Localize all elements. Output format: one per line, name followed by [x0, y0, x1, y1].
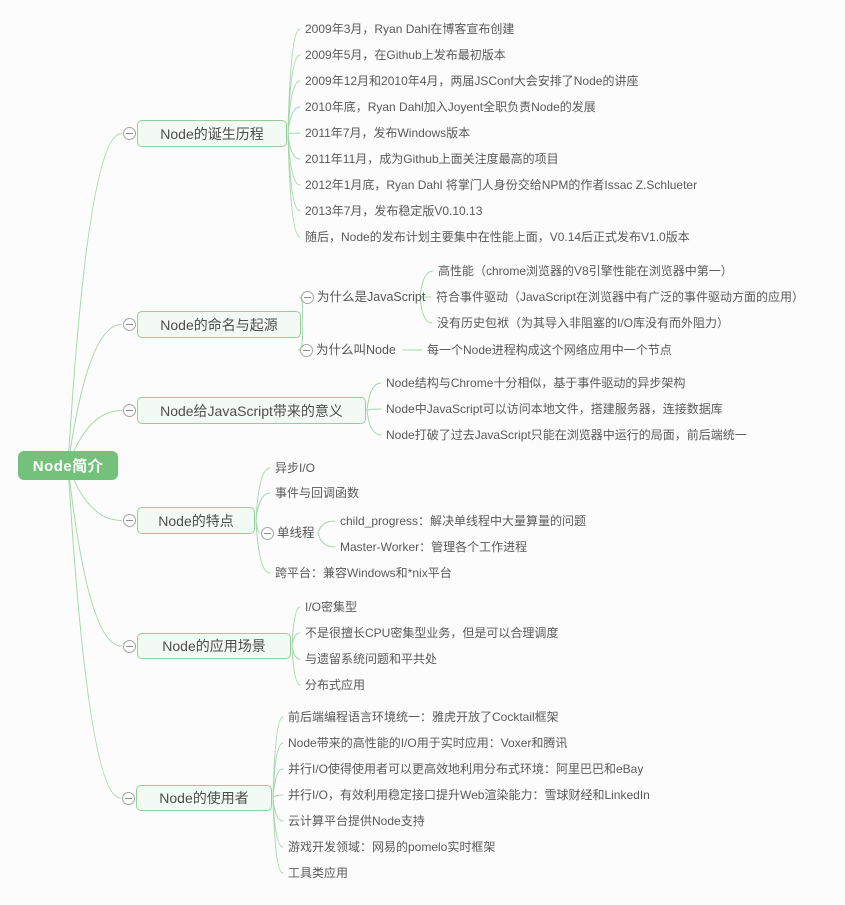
leaf-topic[interactable]: Node带来的高性能的I/O用于实时应用：Voxer和腾讯 [288, 736, 568, 750]
branch-topic[interactable]: Node的诞生历程 [137, 120, 287, 147]
leaf-topic[interactable]: 2013年7月，发布稳定版V0.10.13 [305, 204, 483, 218]
leaf-topic[interactable]: 2009年12月和2010年4月，两届JSConf大会安排了Node的讲座 [305, 74, 639, 88]
leaf-topic[interactable]: 高性能（chrome浏览器的V8引擎性能在浏览器中第一） [438, 264, 733, 278]
leaf-topic[interactable]: 2009年3月，Ryan Dahl在博客宣布创建 [305, 22, 515, 36]
branch-topic[interactable]: Node的使用者 [136, 785, 272, 811]
leaf-topic[interactable]: 随后，Node的发布计划主要集中在性能上面，V0.14后正式发布V1.0版本 [305, 230, 690, 244]
leaf-topic[interactable]: 工具类应用 [288, 866, 349, 880]
leaf-topic[interactable]: 2012年1月底，Ryan Dahl 将掌门人身份交给NPM的作者Issac Z… [305, 178, 698, 192]
collapse-toggle[interactable] [121, 791, 135, 805]
leaf-topic[interactable]: I/O密集型 [305, 600, 358, 614]
branch-topic[interactable]: Node的特点 [137, 507, 255, 534]
leaf-topic[interactable]: 前后端编程语言环境统一：雅虎开放了Cocktail框架 [288, 710, 559, 724]
collapse-toggle[interactable] [299, 343, 313, 357]
leaf-topic[interactable]: 分布式应用 [305, 678, 366, 692]
leaf-topic[interactable]: 2009年5月，在Github上发布最初版本 [305, 48, 506, 62]
collapse-toggle[interactable] [122, 404, 136, 417]
subtopic[interactable]: 单线程 [277, 526, 315, 540]
leaf-topic[interactable]: 云计算平台提供Node支持 [288, 814, 425, 828]
minus-icon [125, 645, 133, 647]
leaf-topic[interactable]: 并行I/O，有效利用稳定接口提升Web渲染能力：雪球财经和LinkedIn [288, 788, 650, 802]
leaf-topic[interactable]: 游戏开发领域：网易的pomelo实时框架 [288, 840, 496, 854]
minus-icon [263, 532, 271, 534]
collapse-toggle[interactable] [122, 514, 136, 527]
leaf-topic[interactable]: 与遗留系统问题和平共处 [305, 652, 438, 666]
minus-icon [125, 324, 133, 325]
leaf-topic[interactable]: 每一个Node进程构成这个网络应用中一个节点 [427, 343, 672, 357]
subtopic[interactable]: 为什么是JavaScript [317, 290, 426, 304]
leaf-topic[interactable]: child_progress：解决单线程中大量算量的问题 [340, 514, 587, 528]
leaf-topic[interactable]: Node中JavaScript可以访问本地文件，搭建服务器，连接数据库 [386, 402, 723, 416]
minus-icon [302, 349, 310, 351]
leaf-topic[interactable]: 事件与回调函数 [275, 486, 360, 500]
leaf-topic[interactable]: 并行I/O使得使用者可以更高效地利用分布式环境：阿里巴巴和eBay [288, 762, 644, 776]
minus-icon [303, 296, 311, 298]
leaf-topic[interactable]: 跨平台：兼容Windows和*nix平台 [275, 566, 452, 580]
collapse-toggle[interactable] [122, 318, 136, 331]
collapse-toggle[interactable] [122, 639, 136, 653]
leaf-topic[interactable]: 2011年7月，发布Windows版本 [305, 126, 471, 140]
minus-icon [125, 133, 133, 134]
branch-topic[interactable]: Node的命名与起源 [137, 311, 301, 338]
minus-icon [125, 520, 133, 521]
leaf-topic[interactable]: 不是很擅长CPU密集型业务，但是可以合理调度 [305, 626, 559, 640]
collapse-toggle[interactable] [300, 290, 314, 304]
leaf-topic[interactable]: 没有历史包袱（为其导入非阻塞的I/O库没有而外阻力） [437, 316, 730, 330]
leaf-topic[interactable]: 2010年底，Ryan Dahl加入Joyent全职负责Node的发展 [305, 100, 596, 114]
leaf-topic[interactable]: Node结构与Chrome十分相似，基于事件驱动的异步架构 [386, 376, 686, 390]
leaf-topic[interactable]: Node打破了过去JavaScript只能在浏览器中运行的局面，前后端统一 [386, 428, 747, 442]
collapse-toggle[interactable] [122, 127, 136, 140]
subtopic[interactable]: 为什么叫Node [316, 343, 396, 357]
leaf-topic[interactable]: 符合事件驱动（JavaScript在浏览器中有广泛的事件驱动方面的应用） [436, 290, 805, 304]
root-topic[interactable]: Node简介 [18, 451, 118, 480]
collapse-toggle[interactable] [260, 526, 274, 540]
branch-topic[interactable]: Node给JavaScript带来的意义 [137, 397, 366, 424]
leaf-topic[interactable]: Master-Worker：管理各个工作进程 [340, 540, 528, 554]
minus-icon [124, 797, 132, 799]
minus-icon [125, 410, 133, 411]
leaf-topic[interactable]: 异步I/O [275, 461, 316, 475]
branch-topic[interactable]: Node的应用场景 [137, 633, 291, 659]
leaf-topic[interactable]: 2011年11月，成为Github上面关注度最高的项目 [305, 152, 559, 166]
